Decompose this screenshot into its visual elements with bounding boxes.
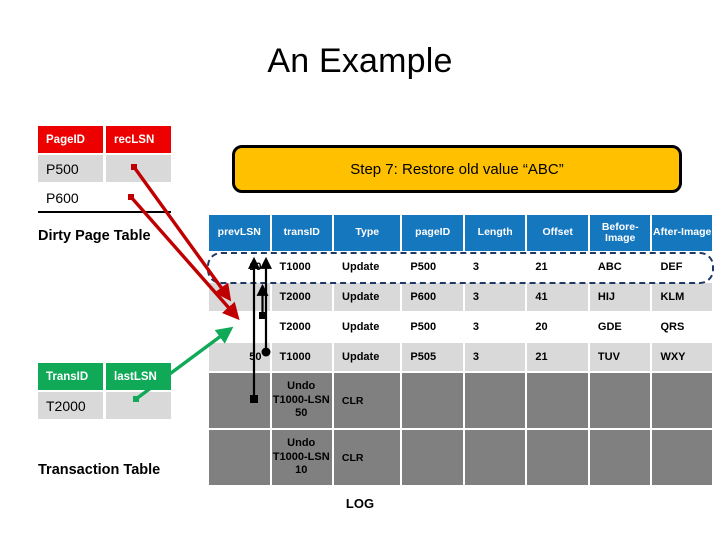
log-cell-length: 3 — [464, 283, 526, 311]
dpt-cell-pageid: P600 — [38, 184, 103, 211]
black-arrow-lsn-chain-mid — [259, 256, 273, 357]
log-cell-before-image: GDE — [589, 313, 651, 341]
transaction-table-header-row: TransID lastLSN — [38, 363, 171, 390]
log-cell-offset: 21 — [527, 253, 588, 281]
log-cell-offset: 20 — [527, 313, 588, 341]
log-cell-offset — [527, 430, 588, 485]
log-cell-type: CLR — [333, 373, 401, 428]
log-cell-pageid: P500 — [402, 253, 463, 281]
log-header-before-image: Before-Image — [589, 215, 651, 251]
log-header-offset: Offset — [527, 215, 588, 251]
step-callout-text: Step 7: Restore old value “ABC” — [350, 160, 564, 178]
log-cell-type: Update — [334, 343, 401, 371]
txn-header-transid: TransID — [38, 363, 103, 390]
log-cell-offset: 41 — [527, 283, 588, 311]
log-cell-before-image: HIJ — [589, 283, 651, 311]
table-row[interactable]: P500 — [38, 155, 171, 182]
log-cell-type: Update — [334, 313, 401, 341]
dirty-page-table-header-row: PageID recLSN — [38, 126, 171, 153]
log-header-after-image: After-Image — [652, 215, 712, 251]
log-cell-length: 3 — [464, 253, 526, 281]
log-header-transid: transID — [271, 215, 333, 251]
log-cell-before-image — [589, 373, 651, 428]
dirty-page-table-divider — [38, 211, 171, 213]
log-cell-transid: T2000 — [271, 283, 333, 311]
log-cell-prevlsn — [209, 373, 270, 428]
log-cell-before-image: TUV — [589, 343, 651, 371]
red-arrow-p600 — [128, 194, 240, 321]
log-cell-after-image — [652, 373, 713, 428]
log-cell-length — [464, 373, 526, 428]
log-cell-pageid: P505 — [402, 343, 463, 371]
dpt-cell-pageid: P500 — [38, 155, 103, 182]
log-cell-prevlsn — [209, 430, 270, 485]
dpt-header-reclsn: recLSN — [106, 126, 171, 153]
log-cell-length — [464, 430, 526, 485]
log-cell-after-image: QRS — [652, 313, 712, 341]
log-cell-offset: 21 — [527, 343, 588, 371]
log-cell-transid: T2000 — [271, 313, 333, 341]
log-cell-transid: T1000 — [271, 253, 333, 281]
log-table-header-row: prevLSN transID Type pageID Length Offse… — [209, 215, 712, 251]
log-cell-pageid: P500 — [402, 313, 463, 341]
log-cell-after-image: DEF — [652, 253, 712, 281]
table-row[interactable]: 50 T1000 Update P505 3 21 TUV WXY — [209, 343, 712, 371]
log-header-length: Length — [464, 215, 526, 251]
log-header-prevlsn: prevLSN — [209, 215, 270, 251]
log-cell-pageid — [402, 373, 463, 428]
log-cell-transid: T1000 — [271, 343, 333, 371]
log-cell-type: Update — [334, 253, 401, 281]
log-cell-pageid: P600 — [402, 283, 463, 311]
log-header-pageid: pageID — [402, 215, 463, 251]
dpt-cell-reclsn — [106, 155, 171, 182]
red-arrow-p500 — [131, 164, 232, 302]
log-cell-before-image: ABC — [589, 253, 651, 281]
log-cell-after-image — [652, 430, 713, 485]
txn-cell-transid: T2000 — [38, 392, 103, 419]
log-cell-prevlsn: 50 — [209, 343, 270, 371]
log-cell-before-image — [589, 430, 651, 485]
step-callout: Step 7: Restore old value “ABC” — [232, 145, 682, 193]
log-cell-after-image: KLM — [652, 283, 712, 311]
dpt-header-pageid: PageID — [38, 126, 103, 153]
black-arrow-lsn-chain-long — [247, 256, 261, 403]
log-cell-type: CLR — [333, 430, 401, 485]
dirty-page-table: PageID recLSN P500 P600 — [38, 126, 171, 211]
log-cell-after-image: WXY — [652, 343, 712, 371]
log-cell-length: 3 — [464, 313, 526, 341]
transaction-table-caption: Transaction Table — [38, 462, 161, 478]
dirty-page-table-caption: Dirty Page Table — [38, 228, 151, 244]
log-caption: LOG — [345, 496, 375, 511]
log-cell-offset — [527, 373, 588, 428]
txn-header-lastlsn: lastLSN — [106, 363, 171, 390]
green-arrow-t2000 — [133, 326, 234, 402]
log-cell-pageid — [402, 430, 463, 485]
log-cell-type: Update — [334, 283, 401, 311]
log-header-type: Type — [334, 215, 401, 251]
log-cell-length: 3 — [464, 343, 526, 371]
page-title: An Example — [267, 42, 453, 80]
black-arrow-lsn-chain-short — [256, 283, 269, 319]
